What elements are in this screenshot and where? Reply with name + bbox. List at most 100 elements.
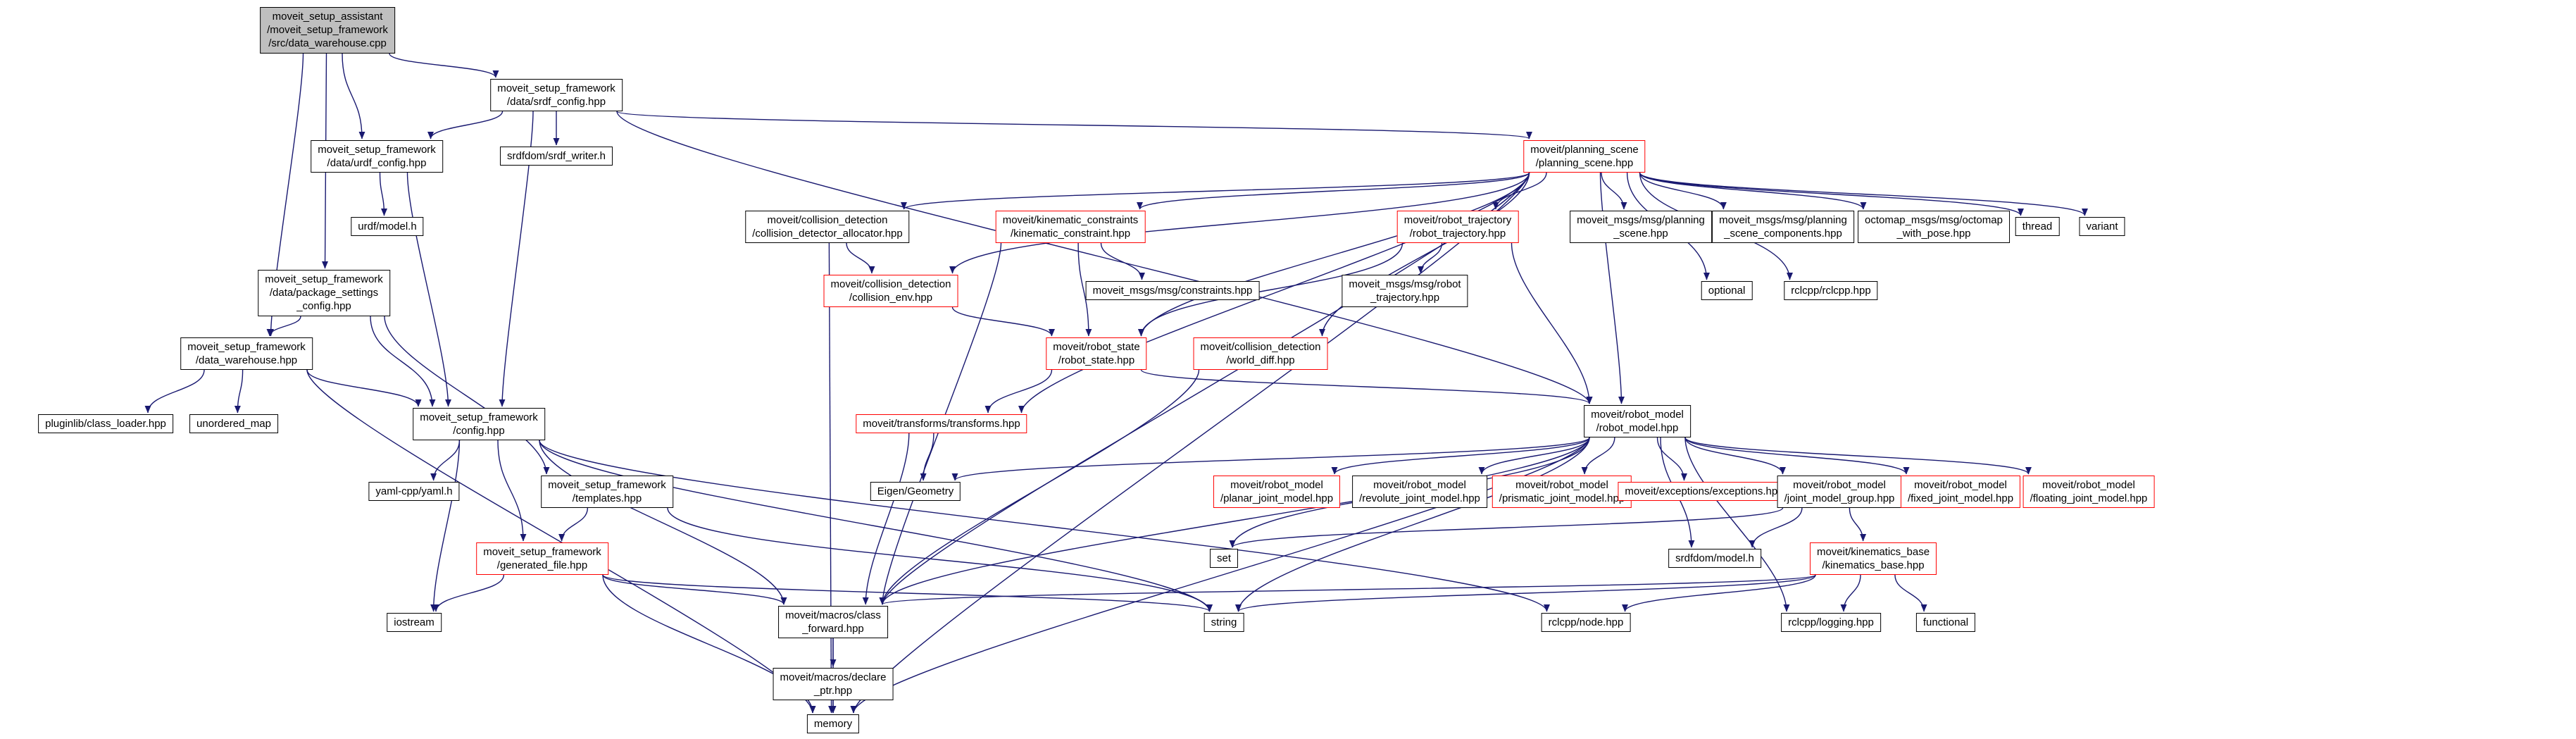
graph-node-world-diff[interactable]: moveit/collision_detection /world_diff.h… (1193, 337, 1328, 371)
include-edge-config-hpp--yaml-cpp (430, 440, 461, 481)
include-edge-package-settings-config--templates-hpp (384, 316, 550, 475)
graph-node-eigen-geometry[interactable]: Eigen/Geometry (870, 482, 961, 502)
graph-node-string[interactable]: string (1203, 613, 1244, 633)
include-edge-collision-detector-allocator--collision-env (846, 242, 875, 274)
graph-node-class-forward[interactable]: moveit/macros/class _forward.hpp (778, 606, 888, 639)
include-edge-joint-model-group--set (1229, 507, 1784, 548)
graph-node-templates-hpp[interactable]: moveit_setup_framework /templates.hpp (541, 476, 673, 509)
include-edge-urdf-config--config-hpp (406, 172, 452, 407)
graph-node-functional[interactable]: functional (1915, 613, 1976, 633)
include-edge-robot-state--transforms (984, 369, 1053, 414)
include-edge-collision-env--robot-state (951, 306, 1055, 337)
graph-node-transforms[interactable]: moveit/transforms/transforms.hpp (856, 414, 1027, 434)
include-edge-planning-scene--msg-planning-scene-components (1639, 172, 1727, 210)
include-edge-planning-scene--collision-env (949, 172, 1530, 274)
include-edge-planning-scene--kinematic-constraint (1137, 172, 1530, 210)
graph-node-generated-file[interactable]: moveit_setup_framework /generated_file.h… (476, 542, 608, 576)
graph-node-octomap-with-pose[interactable]: octomap_msgs/msg/octomap _with_pose.hpp (1858, 211, 2010, 244)
include-edge-robot-model--planar-joint-model (1331, 437, 1590, 475)
include-edge-config-hpp--generated-file (497, 440, 527, 542)
graph-node-unordered-map[interactable]: unordered_map (189, 414, 278, 434)
include-edge-generated-file--class-forward (602, 574, 787, 605)
graph-node-urdf-model-h[interactable]: urdf/model.h (351, 217, 424, 237)
graph-node-fixed-joint-model[interactable]: moveit/robot_model /fixed_joint_model.hp… (1900, 476, 2021, 509)
graph-node-yaml-cpp[interactable]: yaml-cpp/yaml.h (368, 482, 460, 502)
include-edge-config-hpp--string (539, 440, 1213, 612)
include-edge-root--urdf-config (342, 53, 365, 139)
graph-node-prismatic-joint-model[interactable]: moveit/robot_model /prismatic_joint_mode… (1492, 476, 1632, 509)
graph-node-exceptions[interactable]: moveit/exceptions/exceptions.hpp (1618, 482, 1791, 502)
include-edge-robot-model--prismatic-joint-model (1581, 437, 1615, 475)
include-edge-templates-hpp--generated-file (558, 507, 589, 542)
graph-node-rclcpp-node[interactable]: rclcpp/node.hpp (1541, 613, 1631, 633)
graph-node-srdfdom-model[interactable]: srdfdom/model.h (1668, 549, 1761, 569)
graph-node-msg-planning-scene[interactable]: moveit_msgs/msg/planning _scene.hpp (1570, 211, 1712, 244)
graph-node-collision-env[interactable]: moveit/collision_detection /collision_en… (823, 275, 958, 308)
include-edge-planning-scene--robot-model (1599, 172, 1625, 404)
include-edge-package-settings-config--data-warehouse-hpp (266, 316, 301, 337)
graph-node-config-hpp[interactable]: moveit_setup_framework /config.hpp (413, 408, 545, 441)
include-edge-kinematic-constraint--robot-state (1077, 242, 1092, 337)
graph-node-package-settings-config[interactable]: moveit_setup_framework /data/package_set… (258, 270, 390, 316)
include-edge-generated-file--string (602, 574, 1213, 612)
graph-node-floating-joint-model[interactable]: moveit/robot_model /floating_joint_model… (2022, 476, 2155, 509)
include-edge-transforms--eigen-geometry (920, 433, 934, 481)
graph-node-variant[interactable]: variant (2079, 217, 2125, 237)
include-edge-planning-scene--variant (1639, 172, 2088, 216)
graph-node-iostream[interactable]: iostream (387, 613, 442, 633)
graph-node-optional[interactable]: optional (1701, 281, 1753, 301)
graph-node-robot-state[interactable]: moveit/robot_state /robot_state.hpp (1046, 337, 1147, 371)
graph-node-declare-ptr[interactable]: moveit/macros/declare _ptr.hpp (773, 668, 894, 701)
graph-node-rclcpp-rclcpp[interactable]: rclcpp/rclcpp.hpp (1784, 281, 1878, 301)
graph-node-urdf-config[interactable]: moveit_setup_framework /data/urdf_config… (311, 140, 443, 173)
include-edge-config-hpp--rclcpp-node (539, 440, 1550, 612)
include-edge-transforms--class-forward (862, 433, 910, 605)
include-edge-kinematics-base--rclcpp-node (1622, 574, 1816, 612)
include-edge-planning-scene--thread (1639, 172, 2024, 216)
include-edge-robot-model--revolute-joint-model (1478, 437, 1590, 475)
graph-node-collision-detector-allocator[interactable]: moveit/collision_detection /collision_de… (745, 211, 910, 244)
include-edge-robot-trajectory--robot-model (1511, 242, 1593, 404)
graph-node-set[interactable]: set (1209, 549, 1239, 569)
graph-node-srdf-writer[interactable]: srdfdom/srdf_writer.h (499, 147, 613, 166)
graph-node-thread[interactable]: thread (2015, 217, 2060, 237)
include-edge-config-hpp--class-forward (539, 440, 787, 605)
graph-node-planar-joint-model[interactable]: moveit/robot_model /planar_joint_model.h… (1213, 476, 1341, 509)
graph-node-rclcpp-logging[interactable]: rclcpp/logging.hpp (1781, 613, 1881, 633)
include-edge-robot-model--string (1235, 437, 1590, 612)
include-edge-robot-model--eigen-geometry (951, 437, 1590, 481)
include-edge-robot-trajectory--msg-robot-trajectory (1417, 242, 1443, 274)
graph-node-msg-constraints[interactable]: moveit_msgs/msg/constraints.hpp (1085, 281, 1260, 301)
include-edge-joint-model-group--srdfdom-model (1749, 507, 1803, 548)
include-edge-data-warehouse-hpp--config-hpp (306, 369, 422, 407)
include-edge-kinematics-base--class-forward (880, 574, 1816, 605)
graph-node-memory[interactable]: memory (806, 714, 860, 734)
include-edge-robot-model--fixed-joint-model (1684, 437, 1910, 475)
graph-node-pluginlib-class-loader[interactable]: pluginlib/class_loader.hpp (38, 414, 173, 434)
include-edge-planning-scene--world-diff (1319, 172, 1530, 337)
graph-node-revolute-joint-model[interactable]: moveit/robot_model /revolute_joint_model… (1352, 476, 1487, 509)
include-edge-config-hpp--iostream (430, 440, 461, 612)
graph-node-msg-robot-trajectory[interactable]: moveit_msgs/msg/robot _trajectory.hpp (1342, 275, 1468, 308)
graph-node-root[interactable]: moveit_setup_assistant /moveit_setup_fra… (260, 7, 395, 54)
graph-node-joint-model-group[interactable]: moveit/robot_model /joint_model_group.hp… (1777, 476, 1902, 509)
graph-node-msg-planning-scene-components[interactable]: moveit_msgs/msg/planning _scene_componen… (1712, 211, 1854, 244)
graph-node-robot-model[interactable]: moveit/robot_model /robot_model.hpp (1584, 405, 1691, 438)
graph-node-srdf-config[interactable]: moveit_setup_framework /data/srdf_config… (490, 79, 623, 112)
include-edge-data-warehouse-hpp--pluginlib-class-loader (144, 369, 205, 414)
graph-node-planning-scene[interactable]: moveit/planning_scene /planning_scene.hp… (1523, 140, 1646, 173)
graph-node-robot-trajectory[interactable]: moveit/robot_trajectory /robot_trajector… (1396, 211, 1519, 244)
include-edge-kinematics-base--functional (1894, 574, 1927, 612)
include-edge-planning-scene--octomap-with-pose (1639, 172, 1867, 210)
include-edge-data-warehouse-hpp--memory (306, 369, 816, 714)
graph-node-kinematics-base[interactable]: moveit/kinematics_base /kinematics_base.… (1809, 542, 1937, 576)
include-edge-kinematics-base--string (1235, 574, 1816, 612)
include-edge-kinematics-base--rclcpp-logging (1840, 574, 1861, 612)
include-edge-srdf-config--robot-model (616, 111, 1593, 404)
include-edge-data-warehouse-hpp--unordered-map (234, 369, 244, 414)
include-edge-planning-scene--msg-planning-scene (1601, 172, 1627, 210)
graph-node-kinematic-constraint[interactable]: moveit/kinematic_constraints /kinematic_… (995, 211, 1146, 244)
graph-node-data-warehouse-hpp[interactable]: moveit_setup_framework /data_warehouse.h… (180, 337, 313, 371)
